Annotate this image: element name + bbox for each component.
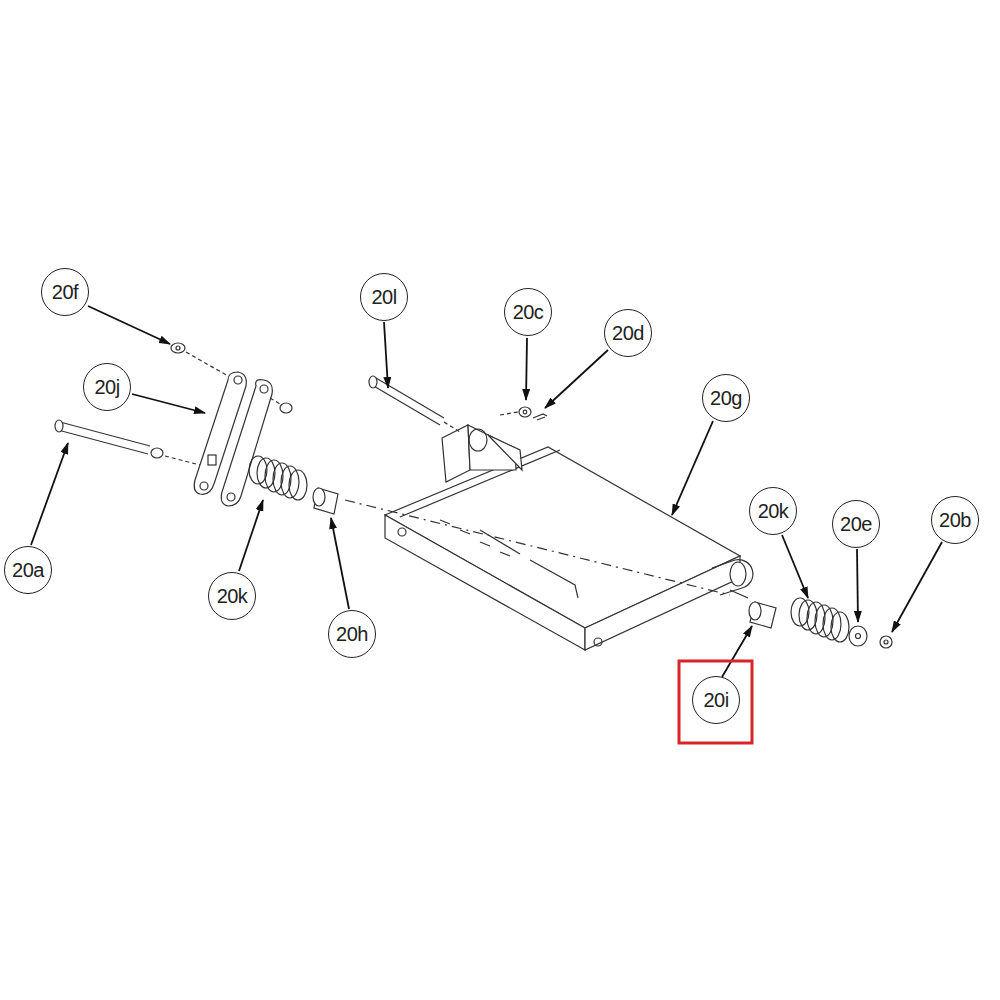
- callout-label: 20i: [703, 689, 728, 712]
- leader-lines: [31, 306, 942, 677]
- callout-number: 20l: [360, 273, 408, 321]
- callout-label: 20b: [939, 509, 971, 532]
- callout-label: 20l: [371, 286, 396, 309]
- callout-label: 20j: [94, 376, 119, 399]
- callout-label: 20e: [840, 513, 872, 536]
- callout-number: 20k: [208, 572, 256, 620]
- spring: [791, 598, 849, 642]
- spring: [249, 456, 307, 500]
- callout-number: 20f: [41, 268, 89, 316]
- highlight-box: [679, 661, 752, 743]
- callout-number: 20k: [749, 487, 797, 535]
- callout-number: 20e: [832, 500, 880, 548]
- callout-number: 20b: [931, 496, 979, 544]
- callout-label: 20f: [52, 281, 78, 304]
- callout-number: 20c: [504, 288, 552, 336]
- callout-label: 20c: [513, 301, 544, 324]
- callout-number: 20d: [604, 309, 652, 357]
- parts: [55, 343, 892, 650]
- callout-label: 20d: [612, 322, 644, 345]
- callout-label: 20h: [336, 623, 368, 646]
- callout-label: 20a: [12, 559, 44, 582]
- callout-number: 20j: [83, 363, 131, 411]
- callout-number: 20h: [328, 610, 376, 658]
- callout-number: 20i: [692, 676, 740, 724]
- callout-number: 20a: [4, 546, 52, 594]
- callout-label: 20g: [710, 387, 742, 410]
- callout-number: 20g: [702, 374, 750, 422]
- callout-label: 20k: [217, 585, 248, 608]
- callout-label: 20k: [758, 500, 789, 523]
